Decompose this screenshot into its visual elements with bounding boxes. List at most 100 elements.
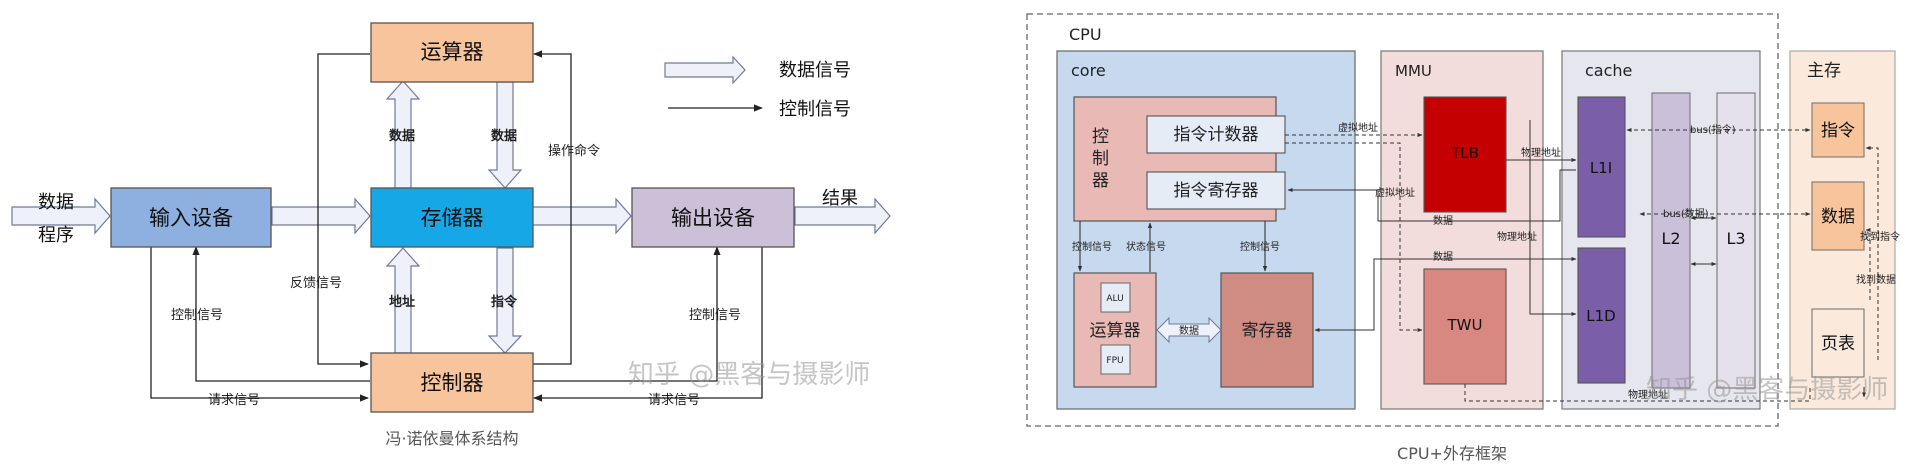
tlb-box [1423,96,1507,213]
core-status-label: 状态信号 [1126,240,1166,253]
line-ctrl-input [192,246,370,382]
edge-label-data-down: 数据 [491,128,517,144]
arrow-result-out [794,197,891,235]
control-unit-char-3: 器 [1092,171,1109,191]
line-req-left [150,247,369,402]
program-counter-box [1146,115,1286,154]
find-data-line [1865,228,1871,300]
mem-instr-label: 指令 [1821,121,1855,141]
edge-label-req-right: 请求信号 [648,393,700,408]
core-ctrl-label-2: 控制信号 [1240,240,1280,253]
label-pa-1: 物理地址 [1521,146,1561,159]
arrow-memory-to-output [531,197,632,235]
alu-sub-box [1100,282,1131,313]
l1i-box [1577,96,1626,238]
core-alu-label: 运算器 [1090,321,1141,341]
label-find-instr: 找到指令 [1860,230,1900,243]
mmu-title: MMU [1395,62,1432,80]
cpu-label: CPU [1069,25,1102,44]
arrow-data-in [11,197,111,235]
legend-data-arrow [664,55,746,85]
right-watermark: 知乎 @黑客与摄影师 [1646,375,1888,405]
l2-label: L2 [1661,229,1680,248]
l1d-label: L1D [1586,307,1615,325]
cpu-memory-diagram: CPU core MMU cache 主存 控 制 器 指令计数器 指令寄存器 … [1026,13,1900,463]
input-data-label: 数据 [38,192,74,213]
line-req-right [533,247,763,402]
input-device-label: 输入设备 [149,206,233,230]
register-label: 寄存器 [1242,321,1293,341]
edge-label-feedback: 反馈信号 [290,276,342,291]
right-caption: CPU+外存框架 [1397,444,1507,463]
va-to-twu [1285,142,1423,332]
arrow-memory-to-alu [385,80,421,189]
mem-data-box [1811,181,1865,251]
twu-to-page-table [1464,384,1811,402]
l1d-box [1577,247,1626,384]
label-data-1: 数据 [1433,214,1453,227]
line-op-command [532,50,572,365]
page-table-box [1811,308,1865,378]
data-register-to-l1d [1314,257,1577,332]
page-table-label: 页表 [1821,334,1855,354]
cache-title: cache [1585,61,1632,80]
mem-instr-box [1811,102,1865,158]
arrow-instruction [487,247,523,354]
label-data-2: 数据 [1433,250,1453,263]
find-instr-line [1865,146,1879,360]
output-device-box [631,187,795,248]
edge-label-ctrl-output: 控制信号 [689,308,741,323]
label-bus-instr: bus(指令) [1690,123,1736,136]
controller-box [370,352,534,413]
mem-data-label: 数据 [1821,207,1855,227]
edge-label-address: 地址 [389,294,415,310]
core-ctrl-label: 控制信号 [1072,240,1112,253]
label-bus-data: bus(数据) [1663,207,1709,220]
left-caption: 冯·诺依曼体系结构 [385,429,518,448]
control-signal-lines [150,50,763,402]
data-l1i-to-ir [1287,169,1576,222]
memory-label: 存储器 [421,206,484,230]
arrow-alu-to-memory [487,81,523,189]
line-feedback [317,53,370,368]
pa-tlb-to-l1d [1529,120,1577,316]
label-find-data: 找到数据 [1856,273,1896,286]
output-result-label: 结果 [822,188,858,209]
program-counter-label: 指令计数器 [1174,125,1259,145]
twu-label: TWU [1447,316,1483,334]
register-box [1220,272,1314,388]
label-pa-2: 物理地址 [1497,230,1537,243]
alu-register-data-label: 数据 [1179,324,1199,337]
label-va-2: 虚拟地址 [1375,186,1415,199]
output-device-label: 输出设备 [671,206,755,230]
left-watermark: 知乎 @黑客与摄影师 [628,360,870,390]
arrow-input-to-memory [271,197,371,235]
input-device-box [110,187,272,248]
von-neumann-diagram: 运算器 输入设备 存储器 输出设备 控制器 数据 程序 结果 数据信号 控制信号… [11,22,891,448]
core-title: core [1071,61,1106,80]
legend-data-signal-label: 数据信号 [779,60,851,81]
label-va-1: 虚拟地址 [1338,121,1378,134]
edge-label-data-up: 数据 [389,128,415,144]
alu-register-data-arrow [1156,316,1222,344]
fpu-sub-label: FPU [1106,356,1123,366]
line-ctrl-output [532,246,721,382]
fpu-sub-box [1100,344,1131,375]
controller-label: 控制器 [421,371,484,395]
memory-box [370,187,534,248]
input-program-label: 程序 [38,225,74,246]
edge-label-ctrl-input: 控制信号 [171,308,223,323]
l3-label: L3 [1726,229,1745,248]
instruction-register-label: 指令寄存器 [1174,181,1259,201]
arrow-address [385,247,421,354]
tlb-label: TLB [1450,144,1479,162]
main-memory-title: 主存 [1807,61,1841,81]
control-unit-char-1: 控 [1092,127,1109,147]
cpu-frame [1026,13,1779,427]
l3-box [1716,92,1756,389]
alu-label: 运算器 [421,40,484,64]
control-unit-char-2: 制 [1092,149,1109,169]
data-signal-arrows [11,55,891,354]
edge-label-op-command: 操作命令 [548,143,600,159]
edge-label-req-left: 请求信号 [208,393,260,408]
